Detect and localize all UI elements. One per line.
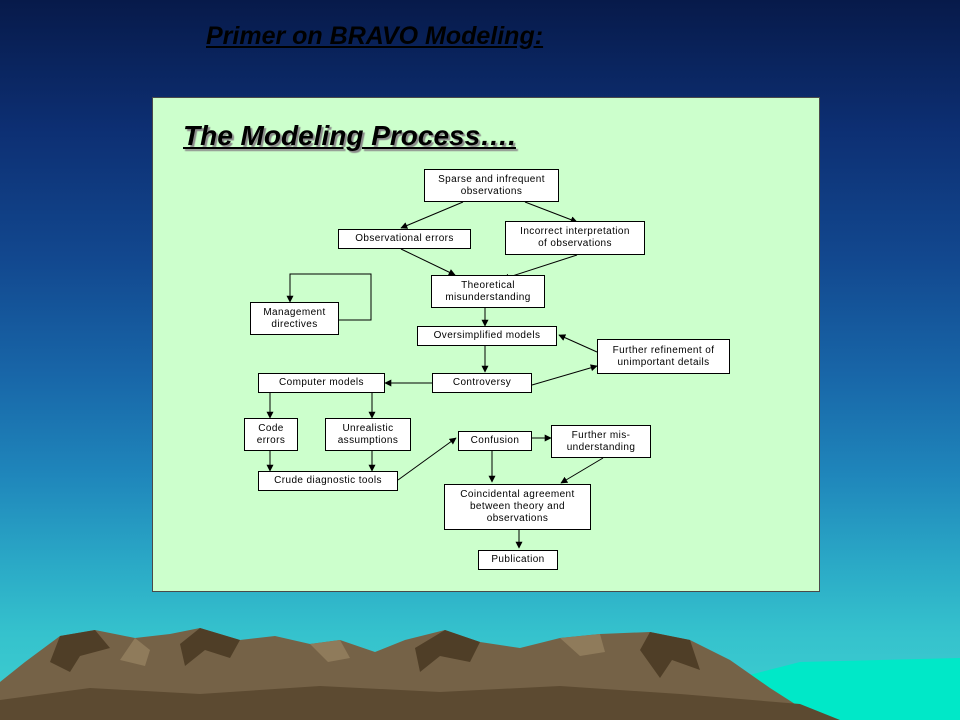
flow-arrows: [266, 201, 604, 549]
arrow-refinement-to-oversimplified: [558, 334, 598, 353]
arrow-sparse-to-observational-errors: [400, 201, 464, 229]
arrow-management-loop: [286, 273, 372, 321]
node-code-errors: Code errors: [244, 418, 298, 451]
slide-title: Primer on BRAVO Modeling:: [206, 22, 544, 50]
node-management-directives: Management directives: [250, 302, 339, 335]
node-further-refinement: Further refinement of unimportant detail…: [597, 339, 730, 374]
arrow-sparse-to-incorrect-interpretation: [524, 201, 578, 224]
node-crude-diagnostic-tools: Crude diagnostic tools: [258, 471, 398, 491]
arrow-crude-to-confusion: [397, 437, 457, 481]
arrow-further-mis-to-coincidental: [560, 457, 604, 484]
diagram-panel: The Modeling Process….: [152, 97, 820, 592]
node-theoretical-misunderstanding: Theoretical misunderstanding: [431, 275, 545, 308]
node-unrealistic-assumptions: Unrealistic assumptions: [325, 418, 411, 451]
node-computer-models: Computer models: [258, 373, 385, 393]
node-incorrect-interpretation: Incorrect interpretation of observations: [505, 221, 645, 255]
node-publication: Publication: [478, 550, 558, 570]
node-coincidental-agreement: Coincidental agreement between theory an…: [444, 484, 591, 530]
diagram-title: The Modeling Process….: [183, 120, 516, 151]
node-observational-errors: Observational errors: [338, 229, 471, 249]
node-oversimplified-models: Oversimplified models: [417, 326, 557, 346]
mountain-landscape: [0, 628, 960, 720]
arrow-controversy-to-refinement: [531, 364, 598, 386]
arrow-observational-errors-to-theoretical: [400, 248, 456, 276]
node-confusion: Confusion: [458, 431, 532, 451]
node-further-misunderstanding: Further mis- understanding: [551, 425, 651, 458]
node-sparse-observations: Sparse and infrequent observations: [424, 169, 559, 202]
node-controversy: Controversy: [432, 373, 532, 393]
